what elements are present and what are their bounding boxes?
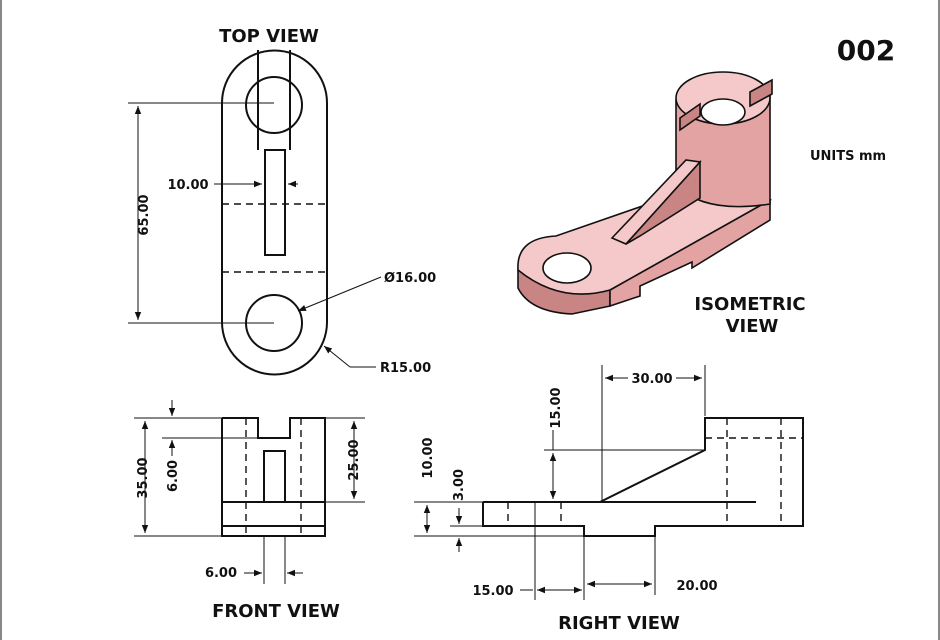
iso-boss-slot-wall <box>749 78 773 108</box>
isometric-view-title-line1: ISOMETRIC <box>694 294 805 315</box>
iso-base-hole <box>542 252 592 284</box>
dim-right-rib-height: 15.00 <box>549 387 564 428</box>
iso-boss-hole <box>700 98 746 126</box>
top-view-upper-hole <box>245 76 303 134</box>
leader-radius <box>323 345 351 368</box>
front-view: 35.00 6.00 25.00 6.00 <box>134 400 365 584</box>
dim-top-height: 65.00 <box>137 194 152 235</box>
drawing-number: 002 <box>837 34 895 67</box>
right-view-title: RIGHT VIEW <box>558 613 680 634</box>
right-view-outline <box>482 417 804 537</box>
front-view-title: FRONT VIEW <box>212 601 340 622</box>
units-label: UNITS mm <box>810 149 886 164</box>
right-view: 30.00 15.00 10.00 3.00 15.00 20.00 <box>414 365 804 600</box>
dim-right-gap: 20.00 <box>676 579 717 594</box>
dim-front-body: 25.00 <box>347 439 362 480</box>
front-view-slot <box>263 450 286 503</box>
dim-right-left-len: 15.00 <box>472 584 513 599</box>
iso-rib-side <box>625 159 701 245</box>
iso-base-side-face <box>609 198 771 308</box>
dim-front-slot-width: 6.00 <box>205 566 237 581</box>
iso-boss-slot-wall <box>679 102 701 132</box>
label-background <box>628 370 676 386</box>
dim-right-base: 10.00 <box>421 437 436 478</box>
top-view-title: TOP VIEW <box>219 26 319 47</box>
dim-right-step: 3.00 <box>452 469 467 501</box>
isometric-view-title-line2: VIEW <box>726 316 779 337</box>
dim-end-radius: R15.00 <box>380 361 431 376</box>
front-view-outline <box>221 417 326 537</box>
top-view-outline <box>221 49 328 376</box>
dim-front-notch: 6.00 <box>166 460 181 492</box>
dim-top-slot: 10.00 <box>167 178 208 193</box>
leader-hole-diameter <box>297 276 382 312</box>
dim-hole-diameter: Ø16.00 <box>384 271 436 286</box>
isometric-view <box>517 71 773 315</box>
top-view-rib-slot <box>264 149 286 256</box>
dim-right-rib-width: 30.00 <box>631 372 672 387</box>
dim-front-height: 35.00 <box>136 457 151 498</box>
top-view: 65.00 10.00 Ø16.00 R15.00 <box>128 49 436 376</box>
